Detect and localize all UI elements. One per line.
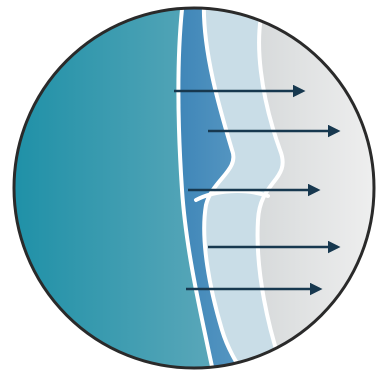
right-light-region <box>258 0 388 376</box>
